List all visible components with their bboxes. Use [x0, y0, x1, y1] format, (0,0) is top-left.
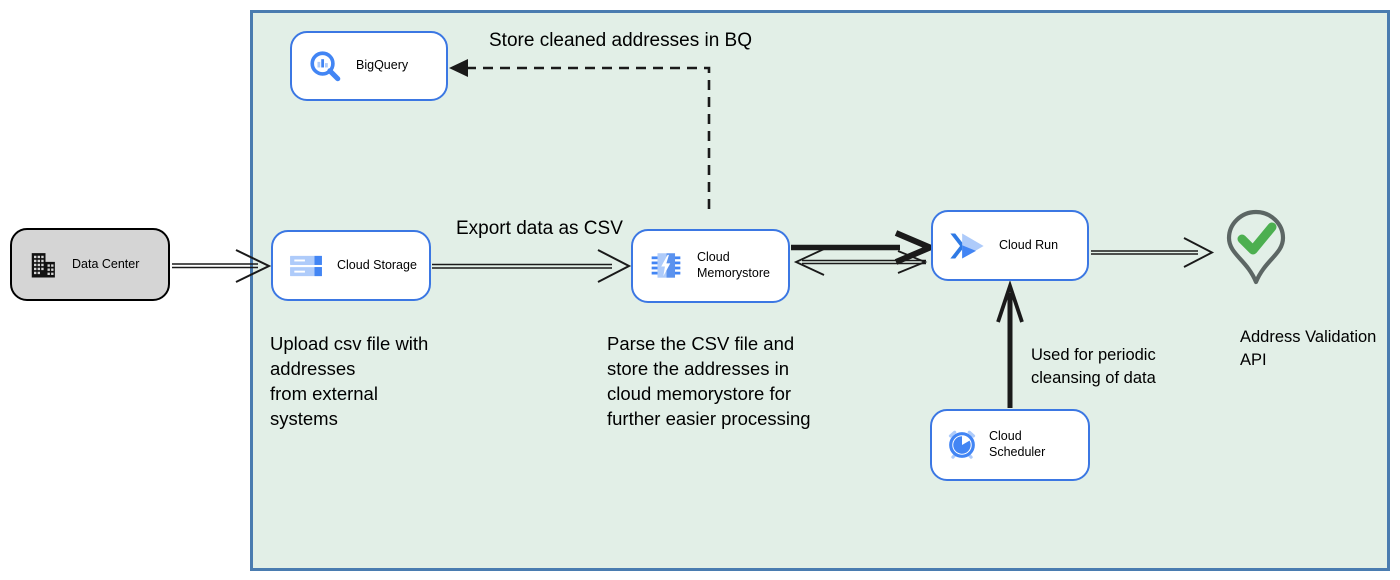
node-label: Cloud Storage	[337, 257, 417, 272]
node-cloud-storage[interactable]: Cloud Storage	[271, 230, 431, 301]
node-label: Cloud Run	[999, 237, 1059, 252]
node-bigquery[interactable]: BigQuery	[290, 31, 448, 101]
node-cloud-run[interactable]: Cloud Run	[931, 210, 1089, 281]
building-icon	[28, 250, 58, 280]
node-label: Cloud Memorystore	[697, 250, 770, 280]
address-validation-api-label: Address Validation API	[1240, 328, 1377, 369]
location-pin-icon	[1226, 209, 1286, 285]
bigquery-search-icon	[308, 49, 342, 83]
scheduler-clock-icon	[945, 428, 979, 462]
node-label: Data Center	[72, 256, 140, 271]
node-label: BigQuery	[356, 58, 409, 73]
edge-label-periodic-cleansing: Used for periodic cleansing of data	[1031, 346, 1156, 387]
node-cloud-memorystore[interactable]: Cloud Memorystore	[631, 229, 790, 303]
gcp-system-boundary	[250, 10, 1390, 571]
node-data-center[interactable]: Data Center	[10, 228, 170, 301]
edge-label-export-csv: Export data as CSV	[456, 218, 623, 239]
node-label: Cloud Scheduler	[989, 429, 1046, 459]
node-cloud-scheduler[interactable]: Cloud Scheduler	[930, 409, 1090, 481]
cloud-storage-icon	[289, 253, 323, 279]
address-validation-api-symbol[interactable]	[1221, 206, 1291, 308]
checkmark-icon	[1237, 222, 1277, 255]
edge-label-store-cleaned-bq: Store cleaned addresses in BQ	[489, 30, 752, 51]
memorystore-chip-icon	[649, 251, 683, 281]
note-parse-csv: Parse the CSV file and store the address…	[607, 333, 811, 429]
cloud-run-icon	[949, 232, 985, 260]
note-upload-csv: Upload csv file with addresses from exte…	[270, 333, 429, 429]
